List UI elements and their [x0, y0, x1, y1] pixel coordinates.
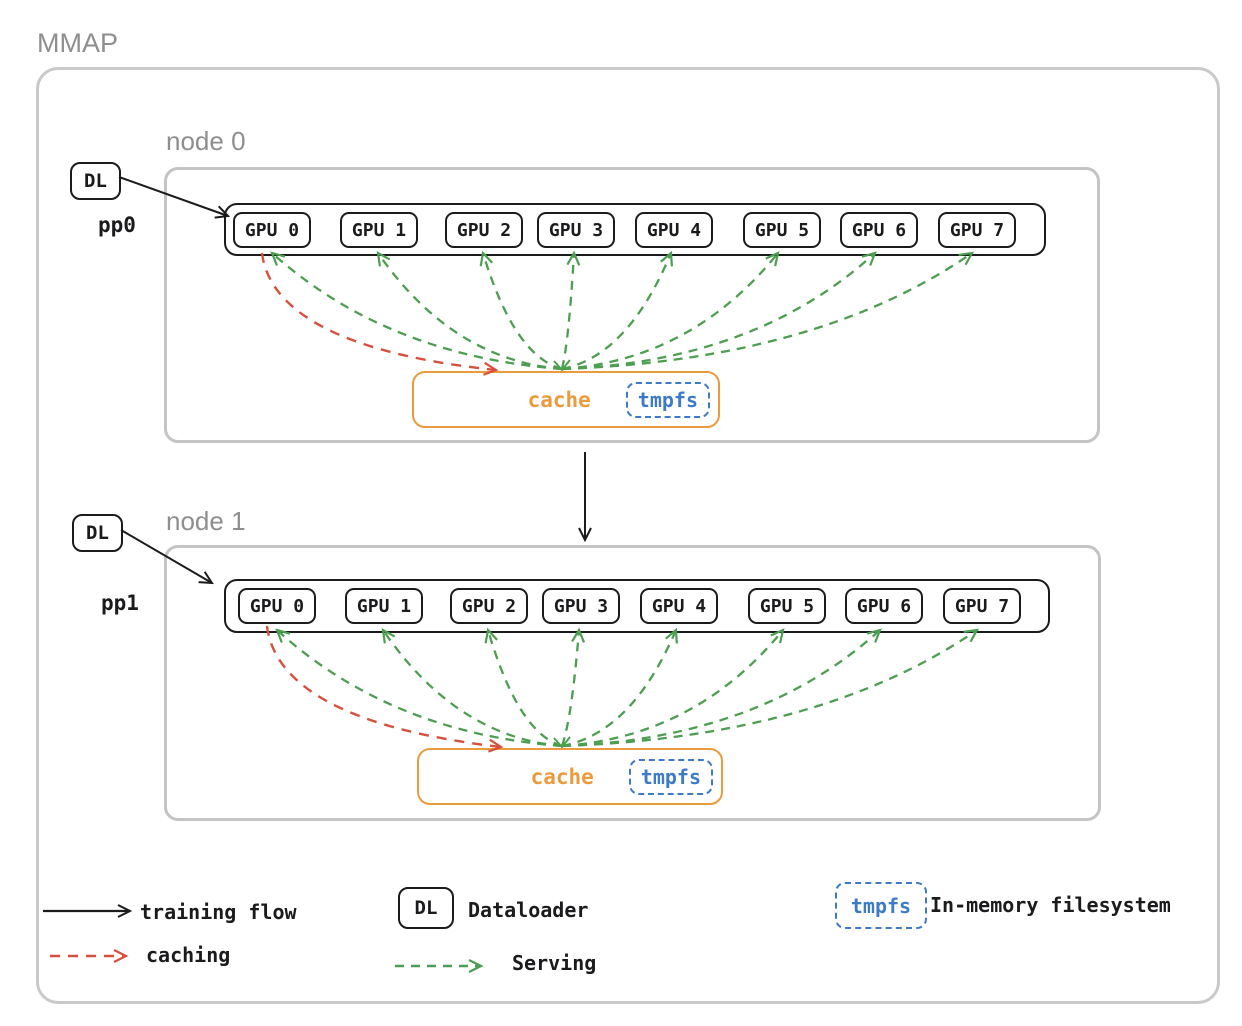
node1-cache-box: cache tmpfs [417, 748, 723, 805]
gpu-label: GPU 2 [456, 219, 512, 241]
gpu-label: GPU 7 [954, 595, 1010, 617]
diagram-title: MMAP [37, 28, 118, 58]
legend-dataloader-symbol: DL [414, 897, 438, 919]
legend-dataloader-box: DL [398, 887, 454, 929]
node0-gpu-3: GPU 3 [537, 212, 615, 248]
gpu-label: GPU 3 [553, 595, 609, 617]
node1-dataloader-label: DL [86, 522, 109, 544]
legend-serving-label: Serving [512, 951, 597, 975]
legend-caching-label: caching [146, 943, 231, 967]
legend-tmpfs-chip: tmpfs [835, 882, 927, 929]
node0-gpu-4: GPU 4 [635, 212, 713, 248]
gpu-label: GPU 0 [249, 595, 305, 617]
node1-dataloader-box: DL [72, 514, 123, 552]
node1-gpu-1: GPU 1 [345, 588, 423, 624]
gpu-label: GPU 7 [949, 219, 1005, 241]
node1-label: node 1 [166, 506, 246, 536]
gpu-label: GPU 4 [651, 595, 707, 617]
gpu-label: GPU 3 [548, 219, 604, 241]
gpu-label: GPU 6 [851, 219, 907, 241]
node0-frame [164, 167, 1100, 443]
node0-gpu-0: GPU 0 [233, 212, 311, 248]
node0-pp-label: pp0 [98, 213, 136, 237]
gpu-label: GPU 2 [461, 595, 517, 617]
gpu-label: GPU 5 [754, 219, 810, 241]
node1-frame [164, 545, 1101, 821]
node1-gpu-5: GPU 5 [748, 588, 826, 624]
gpu-label: GPU 0 [244, 219, 300, 241]
node0-tmpfs-chip: tmpfs [625, 381, 710, 418]
node1-tmpfs-chip: tmpfs [628, 758, 713, 795]
node0-gpu-2: GPU 2 [445, 212, 523, 248]
gpu-label: GPU 1 [356, 595, 412, 617]
node0-dataloader-label: DL [84, 170, 107, 192]
gpu-label: GPU 6 [856, 595, 912, 617]
node1-gpu-0: GPU 0 [238, 588, 316, 624]
node1-gpu-2: GPU 2 [450, 588, 528, 624]
node0-gpu-7: GPU 7 [938, 212, 1016, 248]
node1-cache-label: cache [530, 764, 594, 789]
node0-gpu-6: GPU 6 [840, 212, 918, 248]
node1-gpu-7: GPU 7 [943, 588, 1021, 624]
node0-dataloader-box: DL [70, 162, 121, 200]
gpu-label: GPU 1 [351, 219, 407, 241]
legend-training-flow-label: training flow [140, 900, 297, 924]
node1-gpu-4: GPU 4 [640, 588, 718, 624]
node1-pp-label: pp1 [101, 591, 139, 615]
outer-frame [36, 67, 1220, 1004]
node0-label: node 0 [166, 126, 246, 156]
node0-gpu-1: GPU 1 [340, 212, 418, 248]
node0-cache-box: cache tmpfs [412, 371, 720, 428]
node1-gpu-6: GPU 6 [845, 588, 923, 624]
node0-cache-label: cache [527, 387, 591, 412]
node1-gpu-3: GPU 3 [542, 588, 620, 624]
node0-gpu-5: GPU 5 [743, 212, 821, 248]
legend-tmpfs-label: In-memory filesystem [930, 893, 1171, 917]
legend-dataloader-label: Dataloader [468, 898, 589, 922]
gpu-label: GPU 4 [646, 219, 702, 241]
gpu-label: GPU 5 [759, 595, 815, 617]
